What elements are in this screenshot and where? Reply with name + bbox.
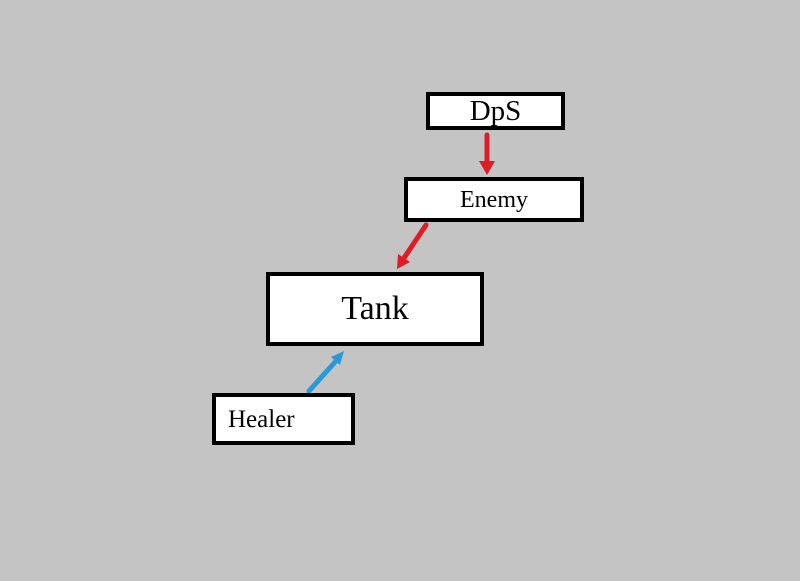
arrow-dps-to-enemy <box>479 132 495 175</box>
arrow-dps-to-enemy-head <box>479 161 495 175</box>
node-tank: Tank <box>266 272 484 346</box>
arrow-enemy-to-tank <box>397 222 429 269</box>
node-healer: Healer <box>212 393 355 445</box>
arrow-healer-to-tank-head <box>331 351 344 365</box>
node-dps: DpS <box>426 92 565 130</box>
node-healer-label: Healer <box>228 405 295 433</box>
node-enemy: Enemy <box>404 177 584 222</box>
node-dps-label: DpS <box>469 94 522 127</box>
arrow-enemy-to-tank-shaft <box>401 222 429 261</box>
arrow-enemy-to-tank-head <box>397 254 410 269</box>
node-tank-label: Tank <box>341 290 409 327</box>
arrow-healer-to-tank <box>306 351 344 394</box>
arrow-healer-to-tank-shaft <box>306 358 339 394</box>
node-enemy-label: Enemy <box>460 186 528 213</box>
